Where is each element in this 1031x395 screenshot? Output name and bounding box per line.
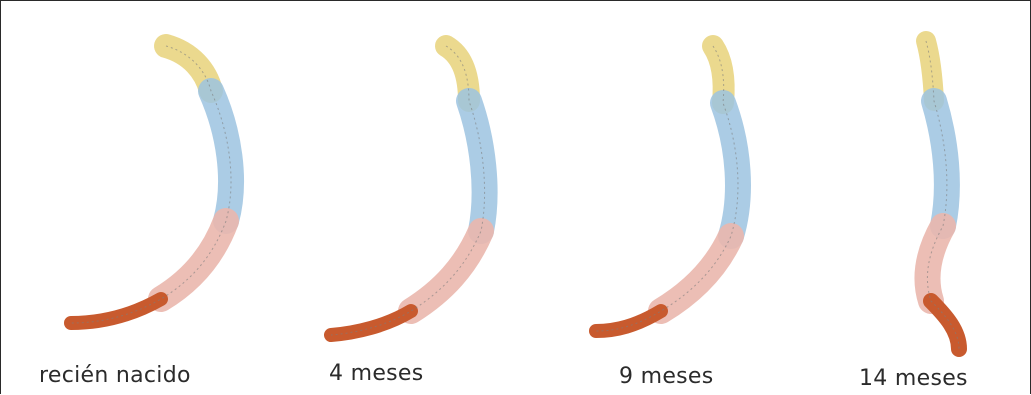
sacral-segment	[931, 301, 959, 349]
caption-9-months: 9 meses	[619, 364, 714, 389]
caption-newborn: recién nacido	[39, 363, 191, 388]
lumbar-segment	[927, 226, 943, 301]
caption-4-months: 4 meses	[329, 361, 424, 386]
thoracic-segment	[934, 101, 947, 226]
caption-14-months: 14 meses	[859, 366, 968, 391]
